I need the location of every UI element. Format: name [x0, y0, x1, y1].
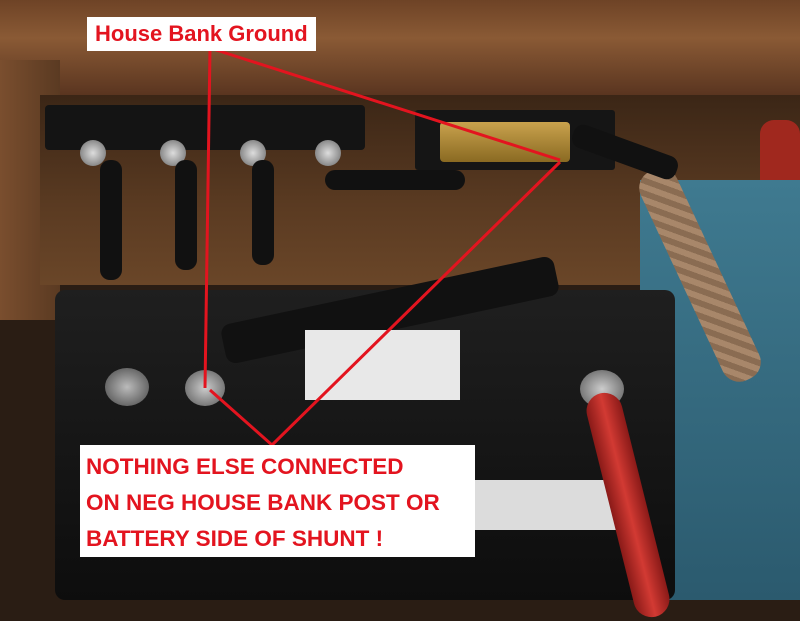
ground-cable	[100, 160, 122, 280]
bus-stud	[80, 140, 106, 166]
bus-stud	[315, 140, 341, 166]
pointer-line	[209, 46, 561, 162]
battery-post	[105, 368, 149, 406]
warning-line: ON NEG HOUSE BANK POST OR	[86, 490, 440, 515]
ground-cable	[252, 160, 274, 265]
warning-line: NOTHING ELSE CONNECTED	[86, 454, 404, 479]
ground-cable	[325, 170, 465, 190]
annotation-lines	[203, 46, 562, 447]
pointer-line	[270, 160, 562, 447]
ground-cable	[175, 160, 197, 270]
warning-callout: NOTHING ELSE CONNECTED ON NEG HOUSE BANK…	[80, 445, 475, 557]
pointer-line	[209, 388, 273, 447]
warning-line: BATTERY SIDE OF SHUNT !	[86, 526, 384, 551]
house-bank-ground-label: House Bank Ground	[87, 17, 316, 51]
pointer-line	[203, 47, 212, 389]
